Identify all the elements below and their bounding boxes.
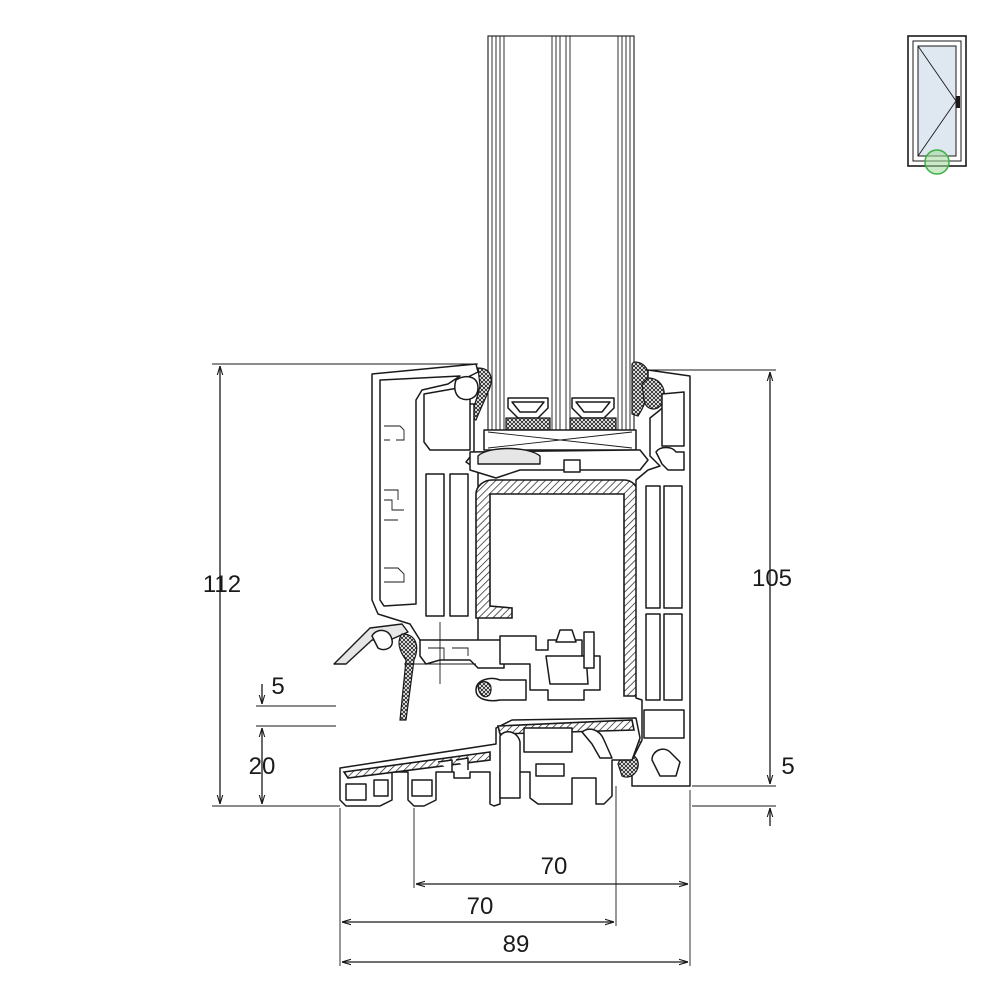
- sash-outer-chamber: [379, 375, 461, 607]
- sill-top-surface: [342, 751, 491, 779]
- frame-chamber: [645, 613, 661, 701]
- sash-chamber: [449, 473, 469, 617]
- dim-label-left-small-bottom: 20: [249, 753, 276, 780]
- dim-label-bottom-inner: 70: [541, 853, 568, 880]
- secondary-seal: [505, 417, 551, 431]
- sill-chamber: [523, 727, 573, 753]
- dim-label-right-height: 105: [752, 565, 792, 592]
- frame-chamber: [643, 709, 685, 739]
- sash-profile: [333, 363, 479, 721]
- sash-gasket-groove: [454, 375, 479, 401]
- dim-label-right-small: 5: [781, 753, 794, 780]
- sash-lower-hardware: [419, 629, 601, 702]
- center-marker: [404, 622, 476, 684]
- sash-weather-seal: [398, 633, 418, 721]
- dimension-lines: [212, 363, 776, 966]
- glazing-gaskets: [469, 361, 651, 421]
- sash-chamber: [425, 473, 445, 617]
- outer-glazing-gasket: [469, 367, 492, 421]
- dim-label-left-height: 112: [203, 571, 241, 598]
- steel-reinforcement: [475, 479, 639, 697]
- steel-reinforcement-profile: [475, 479, 639, 697]
- dim-label-left-small-top: 5: [271, 673, 284, 700]
- section-highlight-marker: [924, 149, 950, 175]
- frame-chamber: [663, 485, 683, 609]
- sill-profile: [339, 717, 641, 807]
- frame-profile: [617, 369, 691, 787]
- sash-drip-nose: [333, 623, 409, 665]
- casement-window-icon: [907, 35, 967, 175]
- glass-pack-outline: [487, 35, 635, 457]
- dim-label-bottom-middle: 70: [467, 893, 494, 920]
- frame-chamber: [663, 613, 683, 701]
- frame-chamber: [645, 485, 661, 609]
- window-handle-icon: [956, 96, 960, 108]
- dimension-labels: 112 5 20 105 5 70 70 89: [203, 565, 795, 958]
- dim-label-bottom-overall: 89: [503, 931, 530, 958]
- sash-bottom-rail: [469, 447, 649, 479]
- glazing-unit: [483, 35, 637, 457]
- secondary-seal: [569, 417, 617, 431]
